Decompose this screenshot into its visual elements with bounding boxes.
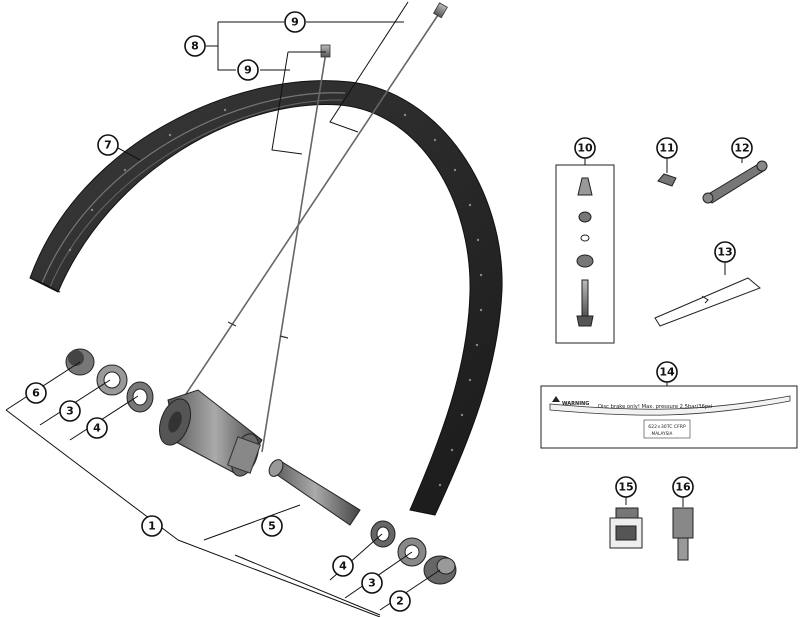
rim-tape (654, 262, 761, 327)
valve-nut (578, 211, 592, 223)
sticker-strip (549, 395, 791, 416)
sealant-injector (672, 497, 694, 561)
svg-text:2: 2 (396, 595, 404, 608)
callout-16: 16 (672, 476, 694, 498)
callout-7-leader (117, 147, 141, 161)
callout-9-top: 9 (284, 11, 306, 33)
callout-5: 5 (261, 515, 283, 537)
svg-text:16: 16 (675, 481, 691, 494)
valve-washer (576, 254, 594, 268)
svg-text:7: 7 (104, 139, 112, 152)
rim-end-cut (35, 279, 61, 293)
rim-groove-inner (49, 99, 343, 288)
sticker-warning: WARNING (562, 401, 589, 407)
valve-cap (577, 177, 593, 196)
svg-text:11: 11 (659, 142, 674, 155)
spoke-short (261, 51, 327, 453)
callout-2: 2 (389, 590, 411, 612)
svg-text:3: 3 (66, 405, 74, 418)
valve-base (576, 315, 594, 327)
svg-text:15: 15 (618, 481, 633, 494)
spoke-mark-1 (227, 321, 237, 327)
rim-spoke-holes (68, 108, 483, 487)
rim-groove-outer (41, 92, 346, 284)
valve-kit (555, 158, 615, 344)
sealant-bottle (609, 497, 643, 549)
svg-text:12: 12 (734, 142, 749, 155)
svg-text:5: 5 (268, 520, 276, 533)
callout-4-right: 4 (332, 555, 354, 577)
svg-text:8: 8 (191, 40, 199, 53)
axle-end (268, 459, 284, 477)
callout-6: 6 (25, 382, 47, 404)
rim-sticker: WARNING Disc brake only! Max. pressure 2… (540, 382, 798, 449)
callout-3-right: 3 (361, 572, 383, 594)
callout-7: 7 (97, 134, 119, 156)
svg-text:1: 1 (148, 520, 156, 533)
axle-tube (269, 461, 361, 526)
valve-o-ring (580, 234, 590, 242)
callout-13: 13 (714, 241, 736, 263)
right-spacer-ring (370, 520, 396, 548)
valve-stem (581, 279, 589, 317)
callout-9-bottom: 9 (237, 59, 259, 81)
sticker-line2: 622×30TC CFRP (648, 424, 686, 430)
svg-text:3: 3 (368, 577, 376, 590)
svg-text:4: 4 (339, 560, 347, 573)
callout-8: 8 (184, 35, 206, 57)
sealant-label (615, 525, 637, 541)
svg-text:6: 6 (32, 387, 40, 400)
svg-text:4: 4 (93, 422, 101, 435)
callout-14: 14 (656, 361, 678, 383)
spoke-long (181, 11, 441, 401)
sticker-line1: Disc brake only! Max. pressure 2.5bar/36… (598, 404, 712, 410)
callout-12: 12 (731, 137, 753, 159)
callout-1: 1 (141, 515, 163, 537)
spoke-nipple-part (657, 158, 677, 187)
svg-text:13: 13 (717, 246, 732, 259)
callout-10: 10 (574, 137, 596, 159)
svg-text:9: 9 (291, 16, 299, 29)
hub-body (158, 389, 263, 477)
callout-3-left: 3 (59, 400, 81, 422)
callout-15: 15 (615, 476, 637, 498)
svg-text:9: 9 (244, 64, 252, 77)
svg-text:10: 10 (577, 142, 593, 155)
spoke-nipple-long (432, 2, 448, 19)
callout-8-bracket (206, 21, 404, 71)
rim (29, 80, 503, 516)
sealant-cap (615, 507, 639, 519)
spoke-wrench (702, 158, 768, 204)
spokes (181, 2, 448, 453)
spoke-nipple-short (320, 44, 331, 58)
hub-rotor-mount (226, 436, 262, 474)
svg-text:14: 14 (659, 366, 675, 379)
hub-flange-left-bore (168, 411, 182, 433)
axle (268, 459, 361, 526)
left-spacer-ring (126, 381, 154, 413)
injector-nozzle (677, 537, 689, 561)
rim-body (29, 80, 503, 516)
sticker-line3: MALAYSIA (652, 431, 673, 436)
warning-triangle-icon (552, 396, 560, 402)
callout-11: 11 (656, 137, 678, 159)
injector-body (672, 507, 694, 539)
sticker-box (540, 385, 798, 449)
spoke-mark-2 (279, 335, 289, 339)
spoke-brackets (271, 1, 409, 155)
left-bearing-seal (96, 364, 128, 396)
sticker-spec-box (643, 419, 691, 439)
callout-4-left: 4 (86, 417, 108, 439)
